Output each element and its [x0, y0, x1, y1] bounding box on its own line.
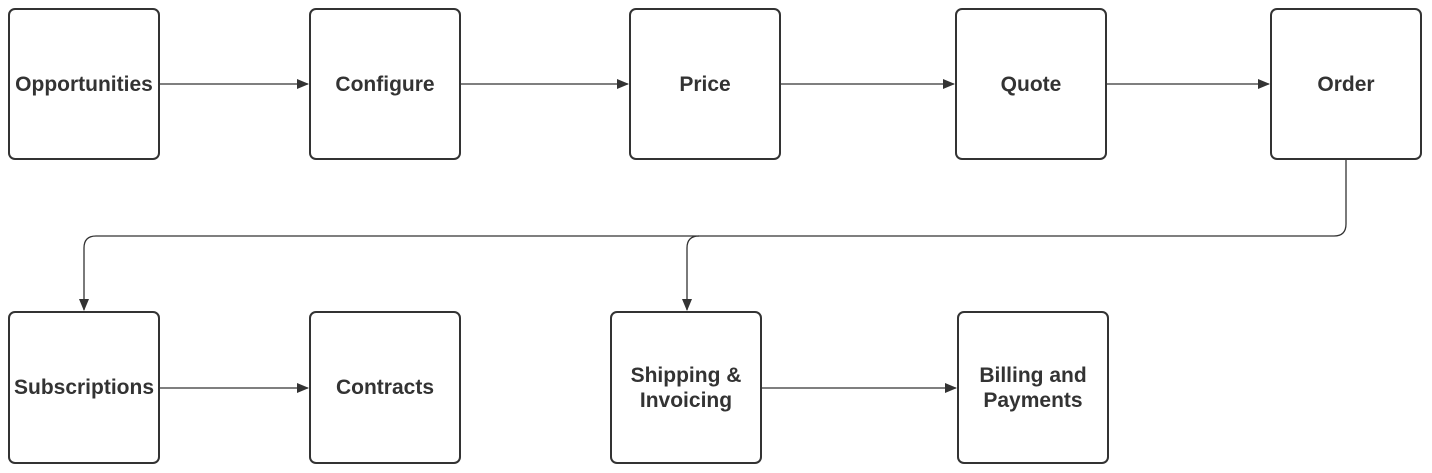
node-shipping: Shipping & Invoicing	[610, 311, 762, 464]
node-configure: Configure	[309, 8, 461, 160]
node-contracts: Contracts	[309, 311, 461, 464]
node-label: Configure	[335, 72, 435, 96]
node-label: Contracts	[335, 376, 435, 399]
node-opportunities: Opportunities	[8, 8, 160, 160]
node-price: Price	[629, 8, 781, 160]
node-label: Order	[1317, 72, 1375, 96]
node-billing: Billing and Payments	[957, 311, 1109, 464]
edge-order-shipping	[682, 235, 700, 311]
node-subscriptions: Subscriptions	[8, 311, 160, 464]
node-label: Opportunities	[15, 72, 153, 96]
node-quote: Quote	[955, 8, 1107, 160]
node-label: Shipping & Invoicing	[630, 363, 742, 412]
node-label: Billing and Payments	[979, 363, 1087, 412]
node-label: Quote	[1000, 72, 1062, 96]
node-order: Order	[1270, 8, 1422, 160]
node-label: Subscriptions	[13, 376, 155, 399]
node-label: Price	[679, 72, 731, 96]
edge-order-subscriptions	[79, 160, 1347, 311]
